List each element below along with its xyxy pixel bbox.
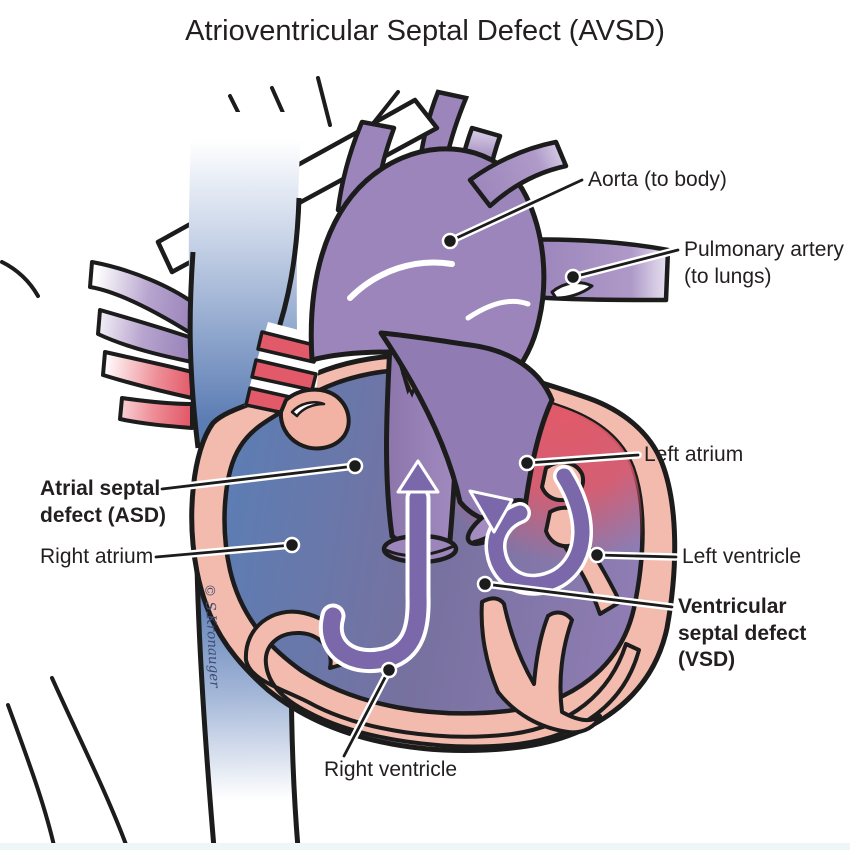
label-ventricular-septal-defect: Ventricular septal defect (VSD) <box>678 595 807 672</box>
flow-arrow-pulmonary <box>468 465 593 596</box>
label-aorta: Aorta (to body) <box>588 168 727 191</box>
page-title: Atrioventricular Septal Defect (AVSD) <box>185 15 665 47</box>
label-right-ventricle: Right ventricle <box>324 758 458 781</box>
leader-lines <box>152 176 682 760</box>
upper-vein-stripes <box>244 322 351 451</box>
pulmonary-branches-left <box>88 260 194 364</box>
label-atrial-septal-defect: Atrial septal defect (ASD) <box>40 477 167 527</box>
signature-text: © S.Kronauger <box>201 583 223 689</box>
label-pulmonary-artery: Pulmonary artery (to lungs) <box>684 238 844 288</box>
label-left-ventricle: Left ventricle <box>682 545 802 568</box>
label-right-atrium: Right atrium <box>40 545 154 568</box>
background-vessels <box>0 260 130 850</box>
bottom-strip <box>0 843 850 850</box>
flow-arrow-aorta <box>318 459 440 674</box>
label-left-atrium: Left atrium <box>644 443 744 466</box>
pulmonary-veins-left <box>101 350 194 430</box>
